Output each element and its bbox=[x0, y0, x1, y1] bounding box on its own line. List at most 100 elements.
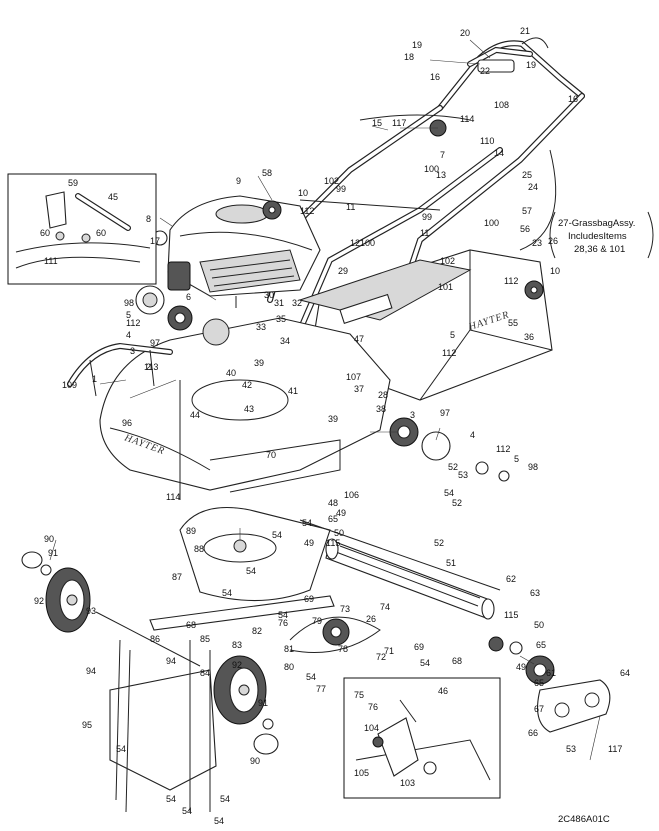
part-number-callout: 92 bbox=[232, 660, 242, 670]
part-number-callout: 112 bbox=[496, 444, 510, 454]
bearing bbox=[488, 636, 504, 652]
part-number-callout: 52 bbox=[434, 538, 444, 548]
side-cover bbox=[537, 679, 611, 733]
part-number-callout: 85 bbox=[200, 634, 210, 644]
cutting-blade bbox=[149, 595, 335, 631]
part-number-callout: 80 bbox=[284, 662, 294, 672]
part-number-callout: 59 bbox=[68, 178, 78, 188]
part-number-callout: 60 bbox=[96, 228, 106, 238]
part-number-callout: 33 bbox=[256, 322, 266, 332]
part-number-callout: 98 bbox=[124, 298, 134, 308]
inset-height-adjuster bbox=[343, 677, 501, 799]
part-number-callout: 8 bbox=[146, 214, 151, 224]
part-number-callout: 31 bbox=[274, 298, 284, 308]
part-number-callout: 100 bbox=[424, 164, 439, 174]
part-number-callout: 65 bbox=[534, 678, 544, 688]
part-number-callout: 19 bbox=[526, 60, 536, 70]
part-number-callout: 26 bbox=[366, 614, 376, 624]
part-number-callout: 54 bbox=[246, 566, 256, 576]
part-number-callout: 93 bbox=[86, 606, 96, 616]
throttle-cable bbox=[299, 199, 441, 211]
part-number-callout: 84 bbox=[200, 668, 210, 678]
part-number-callout: 28 bbox=[378, 390, 388, 400]
part-number-callout: 29 bbox=[338, 266, 348, 276]
part-number-callout: 11 bbox=[346, 202, 355, 212]
part-number-callout: 114 bbox=[166, 492, 180, 502]
part-number-callout: 48 bbox=[328, 498, 338, 508]
part-number-callout: 70 bbox=[266, 450, 276, 460]
part-number-callout: 18 bbox=[404, 52, 414, 62]
part-number-callout: 44 bbox=[190, 410, 200, 420]
right-drive-gear bbox=[525, 655, 555, 685]
part-number-callout: 22 bbox=[480, 66, 490, 76]
right-hub-nut bbox=[475, 461, 489, 475]
part-number-callout: 3 bbox=[410, 410, 415, 420]
part-number-callout: 51 bbox=[446, 558, 456, 568]
part-number-callout: 6 bbox=[186, 292, 191, 302]
part-number-callout: 35 bbox=[276, 314, 286, 324]
part-number-callout: 12 bbox=[350, 238, 360, 248]
part-number-callout: 19 bbox=[412, 40, 422, 50]
part-number-callout: 73 bbox=[340, 604, 350, 614]
front-axle bbox=[95, 611, 201, 667]
part-number-callout: 54 bbox=[444, 488, 454, 498]
part-number-callout: 40 bbox=[226, 368, 236, 378]
part-number-callout: 117 bbox=[608, 744, 622, 754]
part-number-callout: 5 bbox=[450, 330, 455, 340]
part-number-callout: 97 bbox=[150, 338, 160, 348]
part-number-callout: 64 bbox=[620, 668, 630, 678]
wheel-hub-cap-left bbox=[21, 551, 52, 576]
control-cable bbox=[359, 114, 471, 121]
part-number-callout: 3 bbox=[130, 346, 135, 356]
part-number-callout: 94 bbox=[86, 666, 96, 676]
part-number-callout: 65 bbox=[328, 514, 338, 524]
right-wheel-cap bbox=[421, 431, 451, 461]
part-number-callout: 4 bbox=[470, 430, 475, 440]
part-number-callout: 91 bbox=[258, 698, 268, 708]
part-number-callout: 68 bbox=[186, 620, 196, 630]
part-number-callout: 30 bbox=[264, 290, 274, 300]
note-line-3: 28,36 & 101 bbox=[574, 244, 625, 255]
part-number-callout: 53 bbox=[458, 470, 468, 480]
part-number-callout: 60 bbox=[40, 228, 50, 238]
part-number-callout: 20 bbox=[460, 28, 470, 38]
part-number-callout: 100 bbox=[484, 218, 499, 228]
drawing-code: 2C486A01C bbox=[558, 814, 610, 825]
part-number-callout: 52 bbox=[452, 498, 462, 508]
part-number-callout: 106 bbox=[344, 490, 359, 500]
mower-deck: HAYTER bbox=[99, 317, 391, 493]
part-number-callout: 42 bbox=[242, 380, 252, 390]
part-number-callout: 54 bbox=[214, 816, 224, 826]
part-number-callout: 36 bbox=[524, 332, 534, 342]
part-number-callout: 54 bbox=[116, 744, 126, 754]
part-number-callout: 62 bbox=[506, 574, 516, 584]
rear-knob-left bbox=[262, 200, 282, 220]
front-skirt bbox=[109, 669, 217, 791]
part-number-callout: 87 bbox=[172, 572, 182, 582]
part-number-callout: 79 bbox=[312, 616, 322, 626]
part-number-callout: 63 bbox=[530, 588, 540, 598]
part-number-callout: 54 bbox=[278, 610, 288, 620]
part-number-callout: 66 bbox=[528, 728, 538, 738]
part-number-callout: 82 bbox=[252, 626, 262, 636]
part-number-callout: 109 bbox=[62, 380, 77, 390]
part-number-callout: 23 bbox=[532, 238, 542, 248]
part-number-callout: 16 bbox=[430, 72, 440, 82]
part-number-callout: 68 bbox=[452, 656, 462, 666]
roller-shaft bbox=[299, 519, 501, 591]
part-number-callout: 47 bbox=[354, 334, 364, 344]
drive-belt bbox=[289, 616, 381, 653]
part-number-callout: 89 bbox=[186, 526, 196, 536]
part-number-callout: 65 bbox=[536, 640, 546, 650]
blade-housing bbox=[179, 507, 331, 602]
part-number-callout: 1 bbox=[92, 374, 97, 384]
part-number-callout: 5 bbox=[514, 454, 519, 464]
part-number-callout: 43 bbox=[244, 404, 254, 414]
front-wheel-left bbox=[45, 567, 91, 633]
part-number-callout: 13 bbox=[436, 170, 446, 180]
part-number-callout: 54 bbox=[420, 658, 430, 668]
part-number-callout: 101 bbox=[438, 282, 453, 292]
part-number-callout: 81 bbox=[284, 644, 294, 654]
part-number-callout: 83 bbox=[232, 640, 242, 650]
